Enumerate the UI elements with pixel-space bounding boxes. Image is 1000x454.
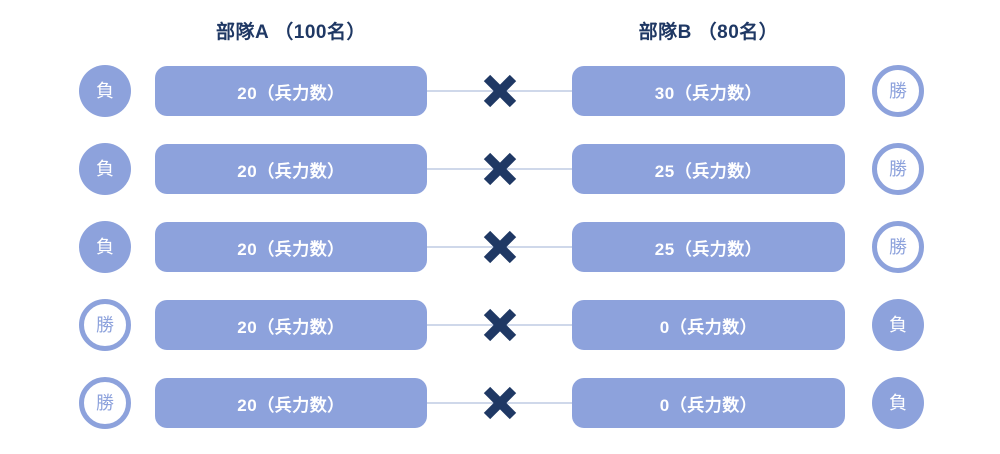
x-mark-icon <box>483 308 516 342</box>
left-result-badge: 勝 <box>79 377 131 429</box>
right-result-badge: 負 <box>872 377 924 429</box>
right-result-badge: 勝 <box>872 221 924 273</box>
battle-row: 負 20（兵力数） 25（兵力数） 勝 <box>0 130 1000 208</box>
group-a-unit-bar: 20（兵力数） <box>155 300 427 350</box>
group-a-unit-bar: 20（兵力数） <box>155 378 427 428</box>
x-mark-icon <box>483 152 516 186</box>
battle-row: 勝 20（兵力数） 0（兵力数） 負 <box>0 364 1000 442</box>
group-b-title: 部隊B （80名） <box>638 22 779 43</box>
group-b-unit-bar: 25（兵力数） <box>572 144 845 194</box>
x-mark-icon <box>483 386 516 420</box>
left-result-badge: 勝 <box>79 299 131 351</box>
battle-row: 勝 20（兵力数） 0（兵力数） 負 <box>0 286 1000 364</box>
right-result-badge: 勝 <box>872 143 924 195</box>
group-a-unit-bar: 20（兵力数） <box>155 222 427 272</box>
group-a-title: 部隊A （100名） <box>216 22 366 43</box>
x-mark-icon <box>483 74 516 108</box>
versus-connector <box>427 377 572 429</box>
left-result-badge: 負 <box>79 65 131 117</box>
battle-row: 負 20（兵力数） 30（兵力数） 勝 <box>0 52 1000 130</box>
column-headers: 部隊A （100名） 部隊B （80名） <box>0 18 1000 48</box>
left-result-badge: 負 <box>79 221 131 273</box>
group-b-unit-bar: 25（兵力数） <box>572 222 845 272</box>
x-mark-icon <box>483 230 516 264</box>
group-a-unit-bar: 20（兵力数） <box>155 144 427 194</box>
versus-connector <box>427 143 572 195</box>
battle-row: 負 20（兵力数） 25（兵力数） 勝 <box>0 208 1000 286</box>
versus-connector <box>427 299 572 351</box>
versus-connector <box>427 65 572 117</box>
versus-connector <box>427 221 572 273</box>
battle-rows: 負 20（兵力数） 30（兵力数） 勝 負 20（兵力数） <box>0 52 1000 442</box>
group-b-unit-bar: 30（兵力数） <box>572 66 845 116</box>
group-b-unit-bar: 0（兵力数） <box>572 300 845 350</box>
right-result-badge: 勝 <box>872 65 924 117</box>
left-result-badge: 負 <box>79 143 131 195</box>
right-result-badge: 負 <box>872 299 924 351</box>
group-a-unit-bar: 20（兵力数） <box>155 66 427 116</box>
group-b-unit-bar: 0（兵力数） <box>572 378 845 428</box>
